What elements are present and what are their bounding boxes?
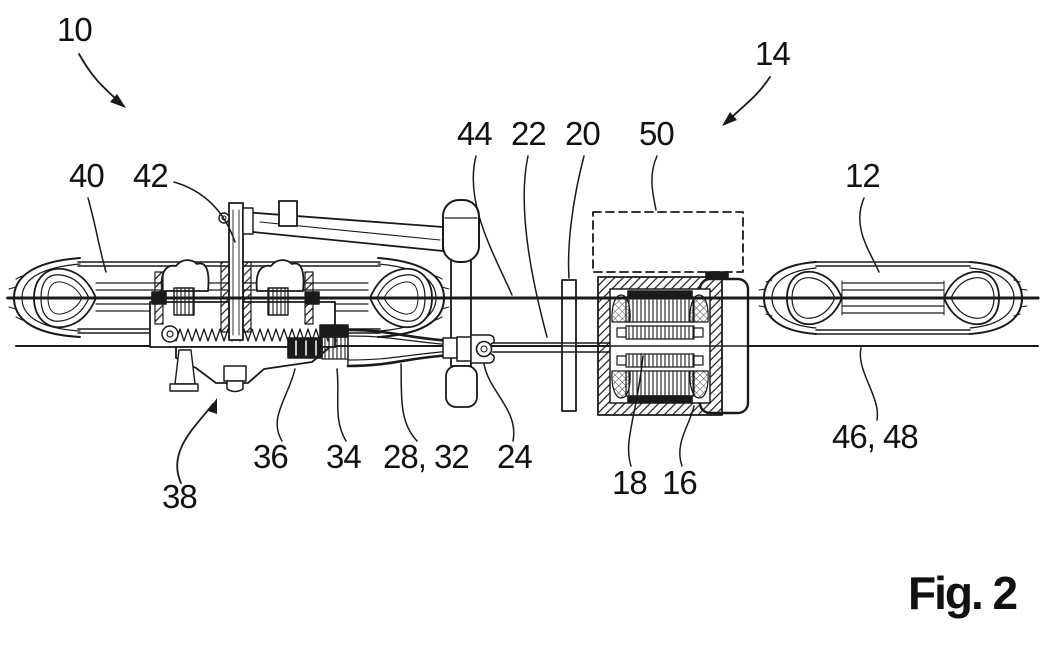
control-unit-box	[592, 211, 744, 273]
axle-tube	[346, 328, 458, 368]
ref-label-24: 24	[497, 438, 533, 475]
ref-label-10: 10	[57, 11, 93, 48]
ref-label-28-32: 28, 32	[383, 438, 470, 475]
ref-label-40: 40	[69, 157, 105, 194]
ref-label-36: 36	[253, 438, 289, 475]
axle-centerlines-over	[6, 296, 1040, 347]
electric-motor	[597, 271, 750, 416]
ref-label-50: 50	[639, 115, 675, 152]
ref-label-44: 44	[457, 115, 493, 152]
strut	[442, 199, 480, 408]
arrowhead-14	[722, 112, 737, 126]
suspension-arm	[242, 200, 444, 252]
leader-lines	[87, 155, 880, 467]
ref-label-18: 18	[612, 464, 648, 501]
arrowhead-38	[208, 398, 217, 414]
ref-label-42: 42	[133, 157, 169, 194]
ref-label-38: 38	[162, 478, 198, 515]
ref-label-14: 14	[755, 35, 791, 72]
ref-label-20: 20	[565, 115, 601, 152]
ref-label-12: 12	[845, 157, 881, 194]
arrow-leaders	[78, 53, 771, 484]
tie-rod-fork	[456, 334, 495, 364]
figure-caption: Fig. 2	[908, 567, 1018, 619]
ref-label-34: 34	[326, 438, 362, 475]
ref-label-46-48: 46, 48	[832, 418, 919, 455]
arrowhead-10	[110, 94, 126, 108]
ref-label-16: 16	[662, 464, 698, 501]
ref-label-22: 22	[511, 115, 547, 152]
